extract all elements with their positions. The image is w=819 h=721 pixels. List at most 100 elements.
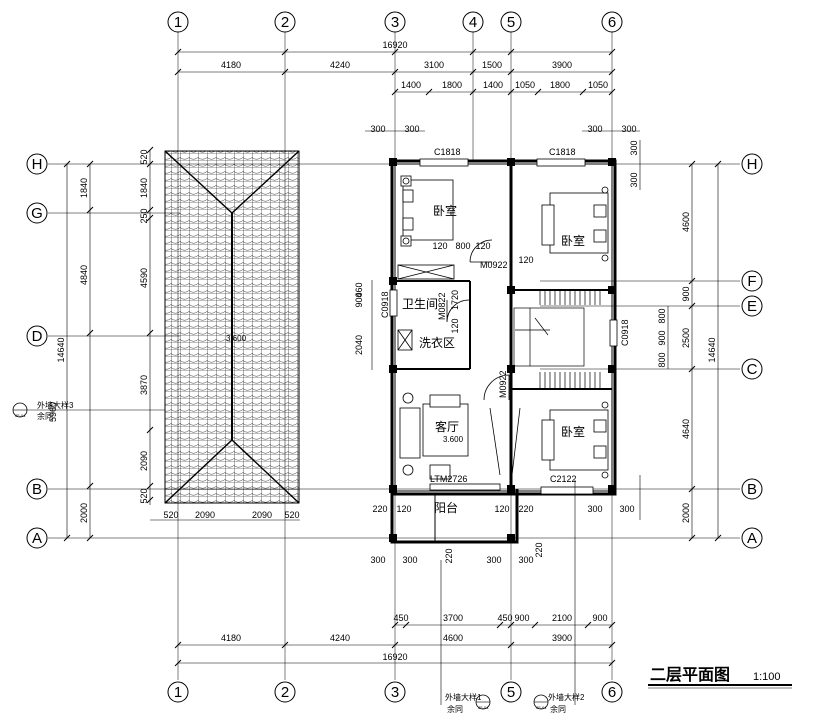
dim-left-mid-1: 900 [354, 292, 364, 307]
dim-bottom-r4-4: 300 [518, 555, 533, 565]
grid-label-right-F: F [747, 273, 756, 290]
grid-label-bottom-2: 2 [281, 684, 289, 701]
dim-balcony-4: 220 [518, 504, 533, 514]
dim-inner-4: 120 [518, 255, 533, 265]
opening-labels: C1818 C1818 M0922 M0822 M0922 C0918 C091… [380, 147, 630, 484]
dim-top-4: 1500 [482, 60, 502, 70]
dim-left-mid-3: 2040 [354, 335, 364, 355]
dim-left-inner-1: 520 [139, 149, 149, 164]
fixtures [397, 264, 455, 351]
dim-balcony-2: 120 [396, 504, 411, 514]
section-ref-bottom-1-code: JS-04 [478, 705, 489, 710]
dim-left-mid-2: 460 [354, 282, 364, 297]
dim-top-r3-1: 1400 [401, 80, 421, 90]
dim-top-r3-6: 1050 [588, 80, 608, 90]
dim-bottom-r3-1: 450 [393, 613, 408, 623]
dim-bottom-r3-2: 3700 [443, 613, 463, 623]
dim-left-outer-2: 4840 [79, 265, 89, 285]
dim-top-3: 3100 [424, 60, 444, 70]
roof-elevation-label: 3.600 [226, 334, 247, 343]
dim-balcony-3: 120 [494, 504, 509, 514]
grid-label-top-5: 5 [507, 14, 515, 31]
window-label-c0918-right: C0918 [620, 319, 630, 346]
dim-bottom-2: 4240 [330, 633, 350, 643]
roof-plan [164, 150, 300, 504]
grid-label-top-1: 1 [174, 14, 182, 31]
dim-right-inner-3: 800 [657, 352, 667, 367]
grid-label-bottom-6: 6 [608, 684, 616, 701]
dim-right-small-1: 300 [629, 140, 639, 155]
windows [389, 158, 618, 495]
dim-roof-3: 2090 [252, 510, 272, 520]
door-label-m0822: M0822 [437, 292, 447, 320]
dim-top-r4-4: 300 [621, 124, 636, 134]
section-ref-bottom-2-line2: 余同 [550, 704, 566, 714]
dim-roof-2: 2090 [195, 510, 215, 520]
dimension-texts-bottom: 16920 4180 4240 4600 3900 450 3700 450 9… [163, 504, 607, 662]
section-ref-bottom-2-code: JS-04 [536, 705, 547, 710]
dim-bottom-r4-3: 300 [486, 555, 501, 565]
dim-right-total: 14640 [707, 337, 717, 362]
dim-top-5: 3900 [552, 60, 572, 70]
dim-bottom-r4-2: 300 [402, 555, 417, 565]
section-ref-left: 外墙大样3 余同 JS-04 [12, 400, 165, 421]
drawing-scale: 1:100 [753, 671, 781, 683]
room-label-bathroom: 卫生间 [402, 297, 438, 311]
grid-label-left-H: H [32, 156, 43, 173]
dim-bottom-r4-1: 300 [370, 555, 385, 565]
grid-bubble-labels: 1 2 3 4 5 6 1 2 3 5 6 H G D B A H F E C … [31, 14, 757, 701]
dim-left-outer-1: 1840 [79, 178, 89, 198]
dimension-texts-left: 14640 1840 4840 5960 2000 520 1840 250 4… [48, 149, 364, 523]
dim-bottom-r3-3: 450 [497, 613, 512, 623]
grid-label-bottom-3: 3 [391, 684, 399, 701]
section-ref-left-code: JS-04 [15, 413, 26, 418]
dim-left-inner-2: 1840 [139, 178, 149, 198]
dim-bottom-total: 16920 [382, 652, 407, 662]
room-label-bedroom-2: 卧室 [561, 233, 585, 248]
drawing-title-block: 二层平面图 1:100 [648, 666, 792, 689]
window-label-c1818-left: C1818 [434, 147, 461, 157]
section-ref-left-line2: 余同 [37, 411, 53, 421]
dim-bottom-r3-4: 900 [514, 613, 529, 623]
room-label-laundry: 洗衣区 [419, 335, 455, 350]
dim-balcony-5: 220 [444, 548, 454, 563]
grid-label-top-4: 4 [469, 14, 477, 31]
grid-label-left-D: D [32, 328, 43, 345]
dim-balcony-6: 220 [534, 542, 544, 557]
dim-right-small-2: 300 [629, 172, 639, 187]
dim-bottom-3: 4600 [443, 633, 463, 643]
bed-top-right [541, 186, 609, 262]
grid-label-left-G: G [31, 205, 43, 222]
grid-label-bottom-1: 1 [174, 684, 182, 701]
columns [389, 158, 616, 542]
grid-bubbles [26, 11, 763, 703]
dim-top-r4-1: 300 [370, 124, 385, 134]
section-ref-bottom-1-line1: 外墙大样1 [445, 692, 482, 702]
dim-bottom-r3-6: 900 [592, 613, 607, 623]
dim-left-outer-3: 5960 [48, 402, 58, 422]
grid-label-right-C: C [747, 361, 758, 378]
dim-top-2: 4240 [330, 60, 350, 70]
dim-roof-1: 520 [163, 510, 178, 520]
dim-roof-4: 520 [284, 510, 299, 520]
dim-balcony-1: 220 [372, 504, 387, 514]
dim-left-inner-6: 2090 [139, 451, 149, 471]
dim-inner-6: 120 [450, 318, 460, 333]
room-label-bedroom-3: 卧室 [561, 424, 585, 439]
room-label-balcony: 阳台 [434, 500, 458, 515]
dim-left-inner-7: 520 [139, 488, 149, 503]
dim-left-total: 14640 [56, 337, 66, 362]
dim-bottom-r3-5: 2100 [552, 613, 572, 623]
grid-label-top-3: 3 [391, 14, 399, 31]
doors [446, 239, 521, 476]
dimension-ticks [63, 48, 722, 667]
door-label-m0922-bottom: M0922 [498, 370, 508, 398]
drawing-title: 二层平面图 [650, 666, 730, 684]
dim-left-outer-4: 2000 [79, 503, 89, 523]
dimension-lines [66, 51, 719, 664]
dimension-texts-top: 16920 4180 4240 3100 1500 3900 1400 1800… [221, 40, 637, 334]
grid-label-right-B: B [747, 481, 757, 498]
dimension-texts-right: 14640 4600 900 2500 4640 2000 800 900 80… [587, 140, 717, 523]
dim-top-r4-3: 300 [587, 124, 602, 134]
dim-right-small-4: 300 [619, 504, 634, 514]
